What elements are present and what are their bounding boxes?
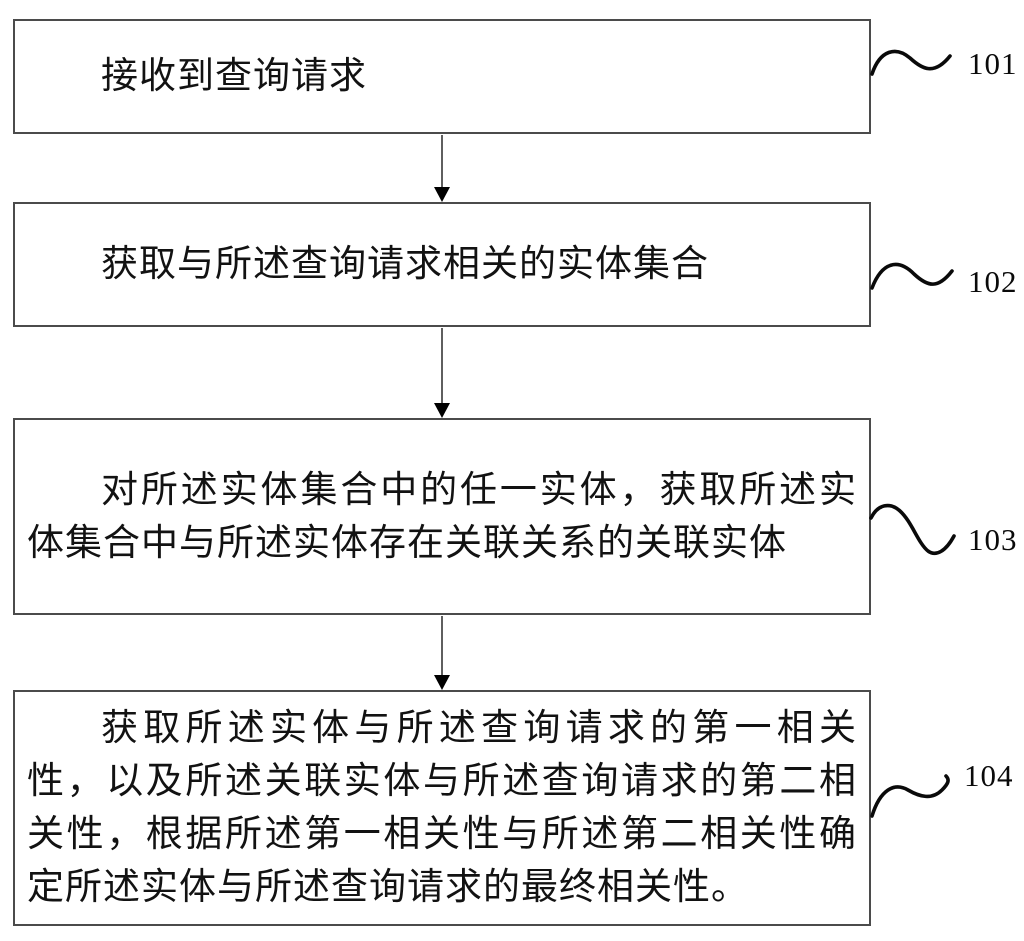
flow-arrow-1 [434, 135, 450, 202]
step-101-ref: 101 [870, 46, 1024, 86]
step-104-text: 获取所述实体与所述查询请求的第一相关性，以及所述关联实体与所述查询请求的第二相关… [27, 708, 857, 908]
flow-arrow-3 [434, 616, 450, 690]
ref-number-102: 102 [968, 264, 1018, 299]
tilde-squiggle-icon [870, 49, 952, 76]
ref-number-103: 103 [968, 522, 1018, 557]
arrow-head-icon [434, 187, 450, 202]
ref-number-104: 104 [964, 758, 1014, 793]
step-102-ref: 102 [870, 258, 1024, 304]
step-104-ref: 104 [870, 760, 1024, 818]
ref-number-101: 101 [968, 46, 1018, 81]
arrow-stem [441, 616, 443, 677]
arrow-head-icon [434, 675, 450, 690]
arrow-stem [441, 135, 443, 189]
step-box-101: 接收到查询请求 [13, 19, 871, 134]
tilde-squiggle-icon [870, 262, 954, 290]
step-box-104: 获取所述实体与所述查询请求的第一相关性，以及所述关联实体与所述查询请求的第二相关… [13, 690, 871, 926]
arrow-stem [441, 328, 443, 405]
tilde-squiggle-icon [870, 774, 950, 818]
step-box-102: 获取与所述查询请求相关的实体集合 [13, 202, 871, 327]
step-103-ref: 103 [868, 502, 1024, 560]
arrow-head-icon [434, 403, 450, 418]
step-103-text: 对所述实体集合中的任一实体，获取所述实体集合中与所述实体存在关联关系的关联实体 [27, 469, 857, 564]
tilde-squiggle-icon [869, 503, 956, 556]
step-box-103: 对所述实体集合中的任一实体，获取所述实体集合中与所述实体存在关联关系的关联实体 [13, 418, 871, 615]
flow-arrow-2 [434, 328, 450, 418]
step-101-text: 接收到查询请求 [101, 56, 367, 97]
step-102-text: 获取与所述查询请求相关的实体集合 [101, 244, 709, 285]
